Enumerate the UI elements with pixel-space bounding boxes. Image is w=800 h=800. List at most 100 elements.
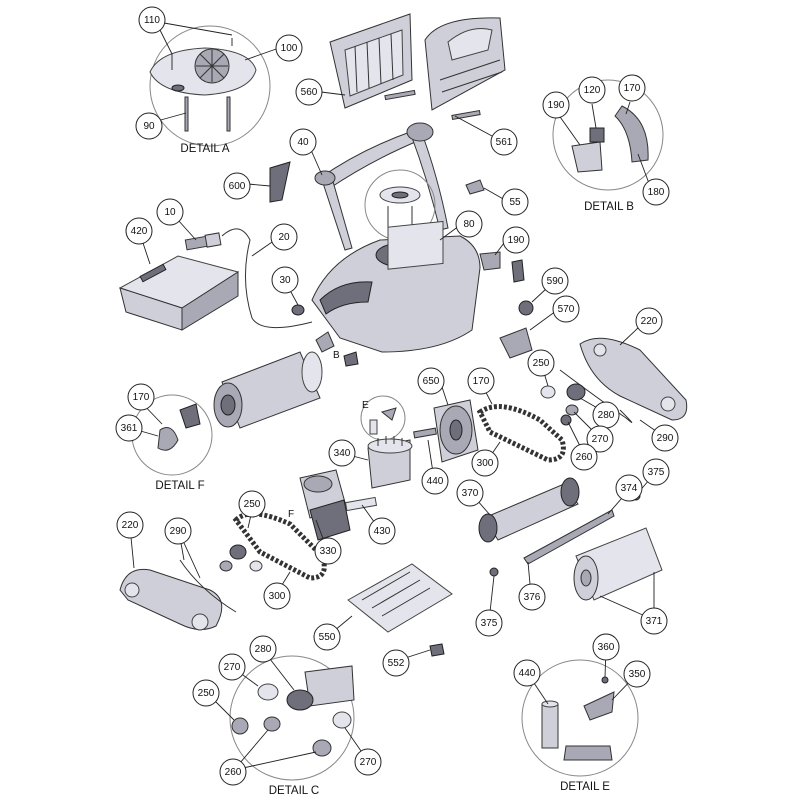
- main-body-80: [311, 220, 481, 353]
- callout-label: 270: [360, 757, 377, 768]
- pulley-set-left: [219, 544, 263, 572]
- callout-c290b: 290: [164, 517, 192, 545]
- filter-handle: [447, 28, 493, 61]
- callout-bubble: [467, 367, 495, 395]
- callout-c590: 590: [541, 267, 569, 295]
- callout-label: 350: [629, 669, 646, 680]
- callout-label: 361: [121, 423, 138, 434]
- callout-c220a: 220: [635, 307, 663, 335]
- callout-c360: 360: [592, 633, 620, 661]
- callout-c570: 570: [552, 295, 580, 323]
- callout-c560: 560: [295, 78, 323, 106]
- callout-bubble: [502, 226, 530, 254]
- detail-c-title: DETAIL C: [269, 785, 319, 797]
- detail-a-ring: [149, 25, 271, 147]
- plate-hole: [171, 84, 185, 92]
- callout-bubble: [417, 367, 445, 395]
- callout-c190: 190: [502, 226, 530, 254]
- callout-c550: 550: [313, 623, 341, 651]
- callout-c361: 361: [115, 414, 143, 442]
- callout-c300a: 300: [471, 449, 499, 477]
- detail-b-ring: [552, 79, 664, 191]
- brush-370: [478, 477, 580, 543]
- callout-label: 170: [624, 83, 641, 94]
- callout-label: 40: [297, 137, 309, 148]
- gland-30: [291, 304, 305, 316]
- callout-label: 260: [225, 767, 242, 778]
- callout-label: 376: [524, 592, 541, 603]
- callout-bubble: [513, 659, 541, 687]
- callout-c552: 552: [382, 649, 410, 677]
- callout-bubble: [127, 383, 155, 411]
- callout-label: 30: [279, 275, 291, 286]
- callout-c330: 330: [314, 537, 342, 565]
- callout-bubble: [135, 112, 163, 140]
- callout-bubble: [368, 517, 396, 545]
- callout-label: 370: [462, 488, 479, 499]
- screws-90: [184, 96, 231, 132]
- bottom-plate-550: [347, 563, 453, 633]
- callout-label: 374: [621, 483, 638, 494]
- callout-label: 570: [558, 304, 575, 315]
- detail-e-title: DETAIL E: [560, 781, 610, 793]
- callout-bubble: [578, 76, 606, 104]
- clip-190: [571, 141, 603, 173]
- callout-label: 170: [473, 376, 490, 387]
- callout-bubble: [471, 449, 499, 477]
- callout-bubble: [275, 34, 303, 62]
- callout-label: 280: [255, 644, 272, 655]
- callout-c420: 420: [125, 217, 153, 245]
- callout-bubble: [615, 474, 643, 502]
- callout-c376: 376: [518, 583, 546, 611]
- callout-bubble: [592, 633, 620, 661]
- callout-label: 90: [143, 121, 155, 132]
- callout-c170f: 170: [127, 383, 155, 411]
- callout-bubble: [541, 267, 569, 295]
- detail-ref-e: E: [362, 400, 369, 411]
- bracket-570: [499, 327, 533, 359]
- connector-10: [184, 232, 222, 251]
- callout-label: 375: [481, 618, 498, 629]
- callout-c180: 180: [642, 178, 670, 206]
- callout-label: 650: [423, 376, 440, 387]
- callout-label: 100: [281, 43, 298, 54]
- callout-label: 340: [334, 448, 351, 459]
- fan-spokes: [196, 50, 228, 82]
- callout-c120: 120: [578, 76, 606, 104]
- callout-bubble: [270, 223, 298, 251]
- detail-b-title: DETAIL B: [584, 201, 634, 213]
- callout-bubble: [421, 467, 449, 495]
- callout-c370: 370: [456, 479, 484, 507]
- callout-label: 20: [278, 232, 290, 243]
- callout-label: 330: [320, 546, 337, 557]
- callout-c340: 340: [328, 439, 356, 467]
- callout-bubble: [586, 425, 614, 453]
- part-600: [269, 161, 291, 203]
- pulley-set-right: [540, 383, 586, 426]
- callout-bubble: [223, 172, 251, 200]
- callout-bubble: [138, 6, 166, 34]
- handle-right-arm: [409, 127, 449, 231]
- callout-label: 552: [388, 658, 405, 669]
- callout-bubble: [455, 210, 483, 238]
- callout-label: 250: [244, 499, 261, 510]
- belt-290-left: [179, 559, 237, 613]
- callout-label: 290: [657, 433, 674, 444]
- callout-bubble: [313, 623, 341, 651]
- callout-bubble: [314, 537, 342, 565]
- callout-bubble: [382, 649, 410, 677]
- key-552: [429, 643, 445, 657]
- gearbox-650: [433, 399, 479, 463]
- callout-label: 190: [548, 100, 565, 111]
- callout-c220b: 220: [116, 511, 144, 539]
- callout-c40: 40: [289, 128, 317, 156]
- callout-c350: 350: [623, 660, 651, 688]
- callout-c110: 110: [138, 6, 166, 34]
- callout-c561: 561: [490, 128, 518, 156]
- callout-c430: 430: [368, 517, 396, 545]
- callout-bubble: [218, 653, 246, 681]
- callout-c250a: 250: [527, 349, 555, 377]
- callout-bubble: [192, 679, 220, 707]
